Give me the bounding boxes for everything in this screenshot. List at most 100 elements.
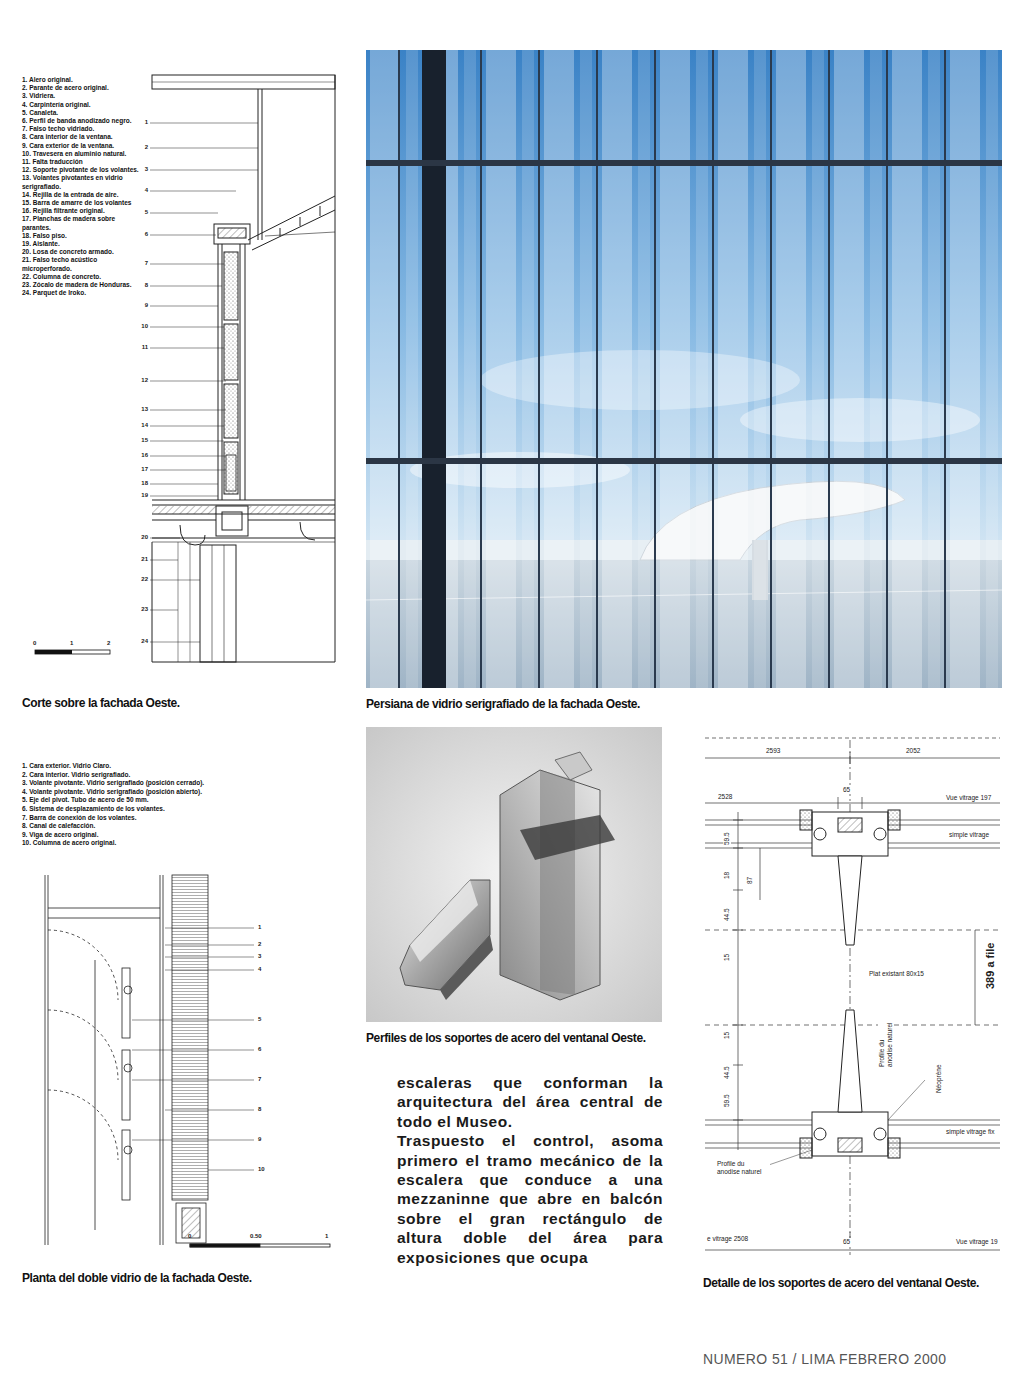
figure-caption: Detalle de los soportes de acero del ven… [703,1276,979,1290]
page-footer: NUMERO 51 / LIMA FEBRERO 2000 [703,1351,946,1367]
legend-item: 4. Volante pivotante. Vidrio serigrafiad… [22,788,252,797]
dimension-label: 59.5 [723,1093,731,1108]
detail-drawing [705,738,1000,1255]
legend-item: 11. Falta traducción [22,158,140,166]
facade-photo [366,50,1002,688]
legend-item: 4. Carpintería original. [22,101,140,109]
dimension-label: 44.5 [723,1065,731,1080]
callout-number: 18 [141,480,148,487]
legend-item: 10. Travesera en aluminio natural. [22,150,140,158]
dimension-label: Néoprène [935,1063,943,1094]
callout-number: 7 [258,1076,261,1083]
scale-label: 0.50 [250,1233,262,1240]
section-drawing [150,75,335,662]
legend-list: 1. Alero original.2. Parante de acero or… [22,76,140,297]
legend-item: 3. Volante pivotante. Vidrio serigrafiad… [22,779,252,788]
legend-item: 1. Cara exterior. Vidrio Claro. [22,762,252,771]
scale-label: 0 [188,1233,191,1240]
annotation-label: 65 [842,786,851,794]
callout-number: 16 [141,452,148,459]
dimension-label: 44.5 [723,907,731,922]
legend-item: 5. Canaleta. [22,109,140,117]
annotation-label: Plat existant 80x15 [868,970,925,978]
scale-bar [35,650,110,654]
callout-number: 8 [145,282,148,289]
legend-item: 22. Columna de concreto. [22,273,140,281]
body-text: escaleras que conforman la arquitectura … [397,1073,663,1131]
callout-number: 2 [258,941,261,948]
legend-item: 7. Barra de conexión de los volantes. [22,814,252,823]
legend-item: 8. Canal de calefacción. [22,822,252,831]
body-text: Traspuesto el control, asoma primero el … [397,1131,663,1267]
callout-number: 20 [141,534,148,541]
callout-number: 10 [258,1166,265,1173]
dimension-label: 18 [723,871,731,880]
legend-item: 16. Rejilla filtrante original. [22,207,140,215]
annotation-label: 2052 [905,747,921,755]
callout-number: 13 [141,406,148,413]
figure-caption: Corte sobre la fachada Oeste. [22,696,180,710]
legend-item: 19. Aislante. [22,240,140,248]
legend-item: 2. Cara interior. Vidrio serigrafiado. [22,771,252,780]
annotation-label: 65 [842,1238,851,1246]
legend-item: 7. Falso techo vidriado. [22,125,140,133]
profiles-photo [366,727,662,1022]
legend-item: 14. Rejilla de la entrada de aire. [22,191,140,199]
callout-number: 1 [258,924,261,931]
callout-number: 22 [141,576,148,583]
legend-item: 12. Soporte pivotante de los volantes. [22,166,140,174]
callout-number: 4 [145,187,148,194]
callout-number: 21 [141,556,148,563]
callout-number: 14 [141,422,148,429]
callout-number: 11 [142,344,148,351]
callout-number: 24 [141,638,148,645]
annotation-label: simple vitrage [948,831,990,839]
legend-item: 6. Sistema de desplazamiento de los vola… [22,805,252,814]
legend-item: 23. Zócalo de madera de Honduras. [22,281,140,289]
legend-item: 10. Columna de acero original. [22,839,252,848]
legend-item: 3. Vidriera. [22,92,140,100]
callout-number: 9 [145,302,148,309]
annotation-label: Vue vitrage 197 [945,794,992,802]
callout-number: 1 [145,119,148,126]
dimension-label: Profile du anodise naturel [878,1014,893,1068]
dimension-label: 15 [723,953,731,962]
callout-number: 9 [258,1136,261,1143]
scale-label: 2 [107,640,110,647]
scale-label: 1 [325,1233,328,1240]
callout-number: 19 [141,492,148,499]
callout-number: 6 [145,231,148,238]
callout-number: 5 [145,209,148,216]
figure-caption: Perfiles de los soportes de acero del ve… [366,1031,646,1045]
callout-number: 7 [145,260,148,267]
annotation-label: Profile du anodise naturel [716,1160,770,1175]
annotation-label: 2528 [717,793,733,801]
dimension-label: 59.5 [723,831,731,846]
body-column: escaleras que conforman la arquitectura … [397,1073,663,1267]
figure-caption: Persiana de vidrio serigrafiado de la fa… [366,697,640,711]
callout-number: 8 [258,1106,261,1113]
annotation-label: 2593 [765,747,781,755]
callout-number: 12 [141,377,148,384]
legend-item: 18. Falso piso. [22,232,140,240]
scale-label: 0 [33,640,36,647]
callout-number: 17 [141,466,148,473]
callout-number: 2 [145,144,148,151]
legend-item: 8. Cara interior de la ventana. [22,133,140,141]
plan-drawing [45,875,330,1247]
legend-list: 1. Cara exterior. Vidrio Claro.2. Cara i… [22,762,252,848]
callout-number: 23 [141,606,148,613]
dimension-label: 87 [746,876,754,885]
legend-item: 1. Alero original. [22,76,140,84]
annotation-label: Vue vitrage 19 [955,1238,999,1246]
annotation-label: e vitrage 2508 [706,1235,749,1243]
legend-item: 2. Parante de acero original. [22,84,140,92]
legend-item: 5. Eje del pivot. Tubo de acero de 50 mm… [22,796,252,805]
legend-item: 15. Barra de amarre de los volantes [22,199,140,207]
callout-number: 3 [258,953,261,960]
figure-caption: Planta del doble vidrio de la fachada Oe… [22,1271,252,1285]
scale-label: 1 [70,640,73,647]
legend-item: 24. Parquet de Iroko. [22,289,140,297]
legend-item: 20. Losa de concreto armado. [22,248,140,256]
